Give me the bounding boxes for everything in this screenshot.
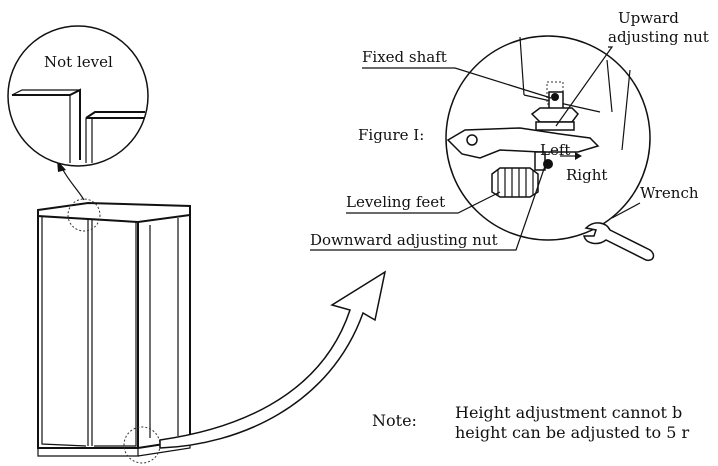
fixed-shaft-label: Fixed shaft [362,48,447,66]
wrench-icon [583,222,655,262]
note-line-2: height can be adjusted to 5 r [455,423,690,442]
big-curved-arrow [159,270,387,449]
leveling-feet-leader [346,191,501,214]
note-label: Note: [372,411,417,430]
figure-label: Figure Ⅰ: [358,126,424,144]
fixed-shaft-leader [362,67,552,99]
figure-one-zoom: Left Right [445,35,651,241]
right-label: Right [566,166,607,184]
refrigerator [37,198,191,464]
downward-nut-leader [310,165,546,251]
top-detail-marker [67,198,101,232]
not-level-zoom: Not level [7,25,149,167]
left-label: Left [540,141,570,159]
wrench-leader [611,202,641,219]
leveling-feet-label: Leveling feet [346,193,445,211]
upward-nut-leader [555,46,614,127]
note-line-1: Height adjustment cannot b [455,403,682,422]
not-level-label: Not level [44,53,113,71]
upward-nut-label-line1: Upward [618,9,679,27]
downward-nut-label: Downward adjusting nut [310,231,498,249]
wrench-label: Wrench [640,184,699,202]
upward-nut-label-line2: adjusting nut [608,28,709,46]
